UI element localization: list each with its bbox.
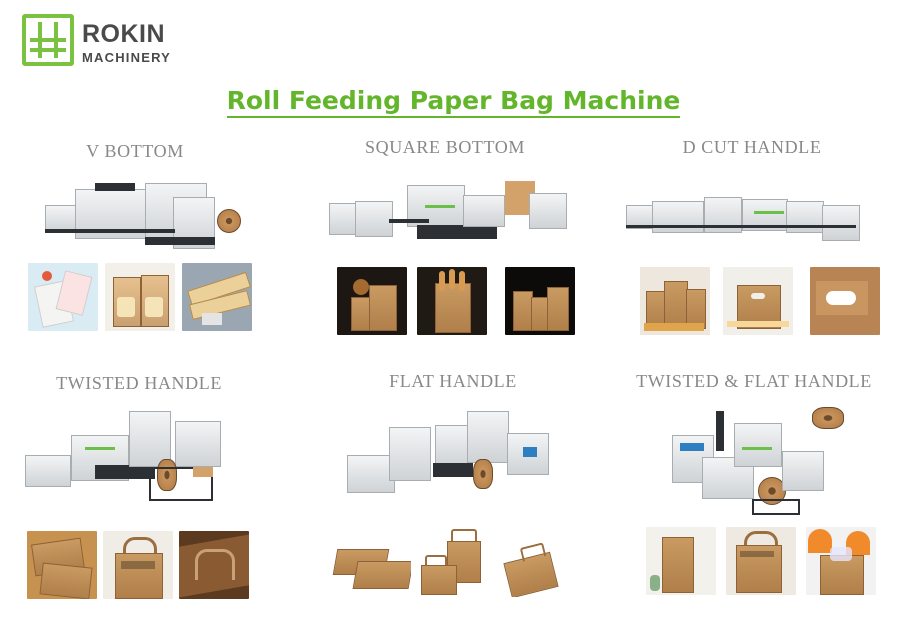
bag-sample-photo xyxy=(646,527,716,595)
bag-sample-photo xyxy=(723,267,793,335)
machine-image xyxy=(45,179,245,259)
machine-image xyxy=(672,407,852,519)
brand-logo[interactable]: ROKIN MACHINERY xyxy=(22,14,182,72)
section-title: FLAT HANDLE xyxy=(389,371,517,391)
section-title: TWISTED HANDLE xyxy=(56,373,222,393)
bag-sample-photo xyxy=(640,267,710,335)
section-title: TWISTED & FLAT HANDLE xyxy=(636,371,872,391)
machine-image xyxy=(347,407,557,497)
bag-sample-photo xyxy=(331,537,411,605)
section-square-bottom: SQUARE BOTTOM xyxy=(295,137,595,337)
bag-sample-photo xyxy=(417,267,487,335)
bag-sample-photo xyxy=(499,529,569,597)
bag-sample-photo xyxy=(105,263,175,331)
brand-name: ROKIN xyxy=(82,20,166,48)
section-d-cut-handle: D CUT HANDLE xyxy=(602,137,902,337)
brand-sub: MACHINERY xyxy=(82,50,172,65)
machine-image xyxy=(626,189,886,249)
page-title: Roll Feeding Paper Bag Machine xyxy=(0,86,907,118)
bag-sample-photo xyxy=(806,527,876,595)
bag-sample-photo xyxy=(103,531,173,599)
section-twisted-handle: TWISTED HANDLE xyxy=(0,373,289,603)
bag-sample-photo xyxy=(505,267,575,335)
bag-sample-photo xyxy=(28,263,98,331)
machine-image xyxy=(25,407,245,501)
bag-sample-photo xyxy=(810,267,880,335)
bag-sample-photo xyxy=(337,267,407,335)
section-twisted-flat-handle: TWISTED & FLAT HANDLE xyxy=(604,371,904,601)
section-v-bottom: V BOTTOM xyxy=(0,141,285,341)
section-title: SQUARE BOTTOM xyxy=(365,137,525,157)
bag-sample-photo xyxy=(27,531,97,599)
section-title: V BOTTOM xyxy=(86,141,184,161)
bag-sample-photo xyxy=(419,529,489,597)
section-title: D CUT HANDLE xyxy=(682,137,822,157)
machine-image xyxy=(329,175,579,255)
bag-sample-photo xyxy=(182,263,252,331)
bag-sample-photo xyxy=(179,531,249,599)
bag-sample-photo xyxy=(726,527,796,595)
section-flat-handle: FLAT HANDLE xyxy=(303,371,603,605)
logo-mark-icon xyxy=(22,14,74,66)
